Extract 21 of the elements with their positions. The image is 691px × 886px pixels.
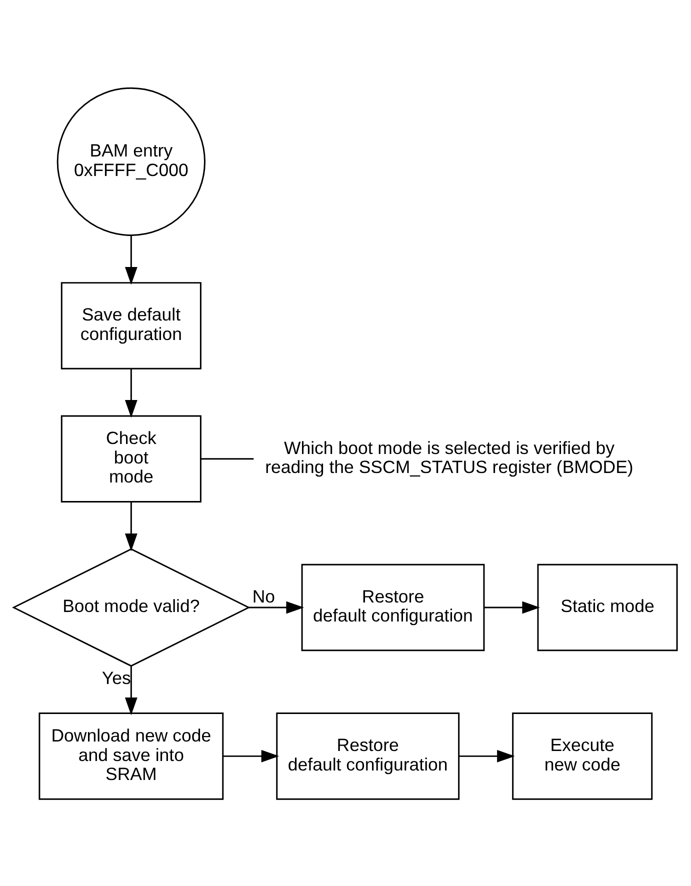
arrow xyxy=(248,600,304,614)
node-box: Save default configuration xyxy=(60,282,202,369)
node-text: Which boot mode is selected is verified by reading the SSCM_STATUS register (BMODE) xyxy=(265,437,634,477)
arrow xyxy=(124,235,138,284)
node-box: Execute new code xyxy=(512,712,653,800)
node-box: Check boot mode xyxy=(60,414,202,502)
edge-label: No xyxy=(252,586,276,606)
node-circle: BAM entry 0xFFFF_C000 xyxy=(56,86,206,236)
arrow xyxy=(124,368,138,418)
node-box: Restore default configuration xyxy=(276,712,460,800)
arrow xyxy=(124,502,138,551)
node-diamond: Boot mode valid? xyxy=(12,548,250,666)
edge-label: Yes xyxy=(102,668,131,688)
arrow xyxy=(459,749,515,762)
connector xyxy=(200,458,254,460)
arrow xyxy=(223,749,280,762)
node-box: Restore default configuration xyxy=(301,563,485,651)
arrow xyxy=(484,600,540,614)
node-box: Static mode xyxy=(537,563,678,651)
node-box: Download new code and save into SRAM xyxy=(38,712,224,800)
arrow xyxy=(124,666,138,715)
